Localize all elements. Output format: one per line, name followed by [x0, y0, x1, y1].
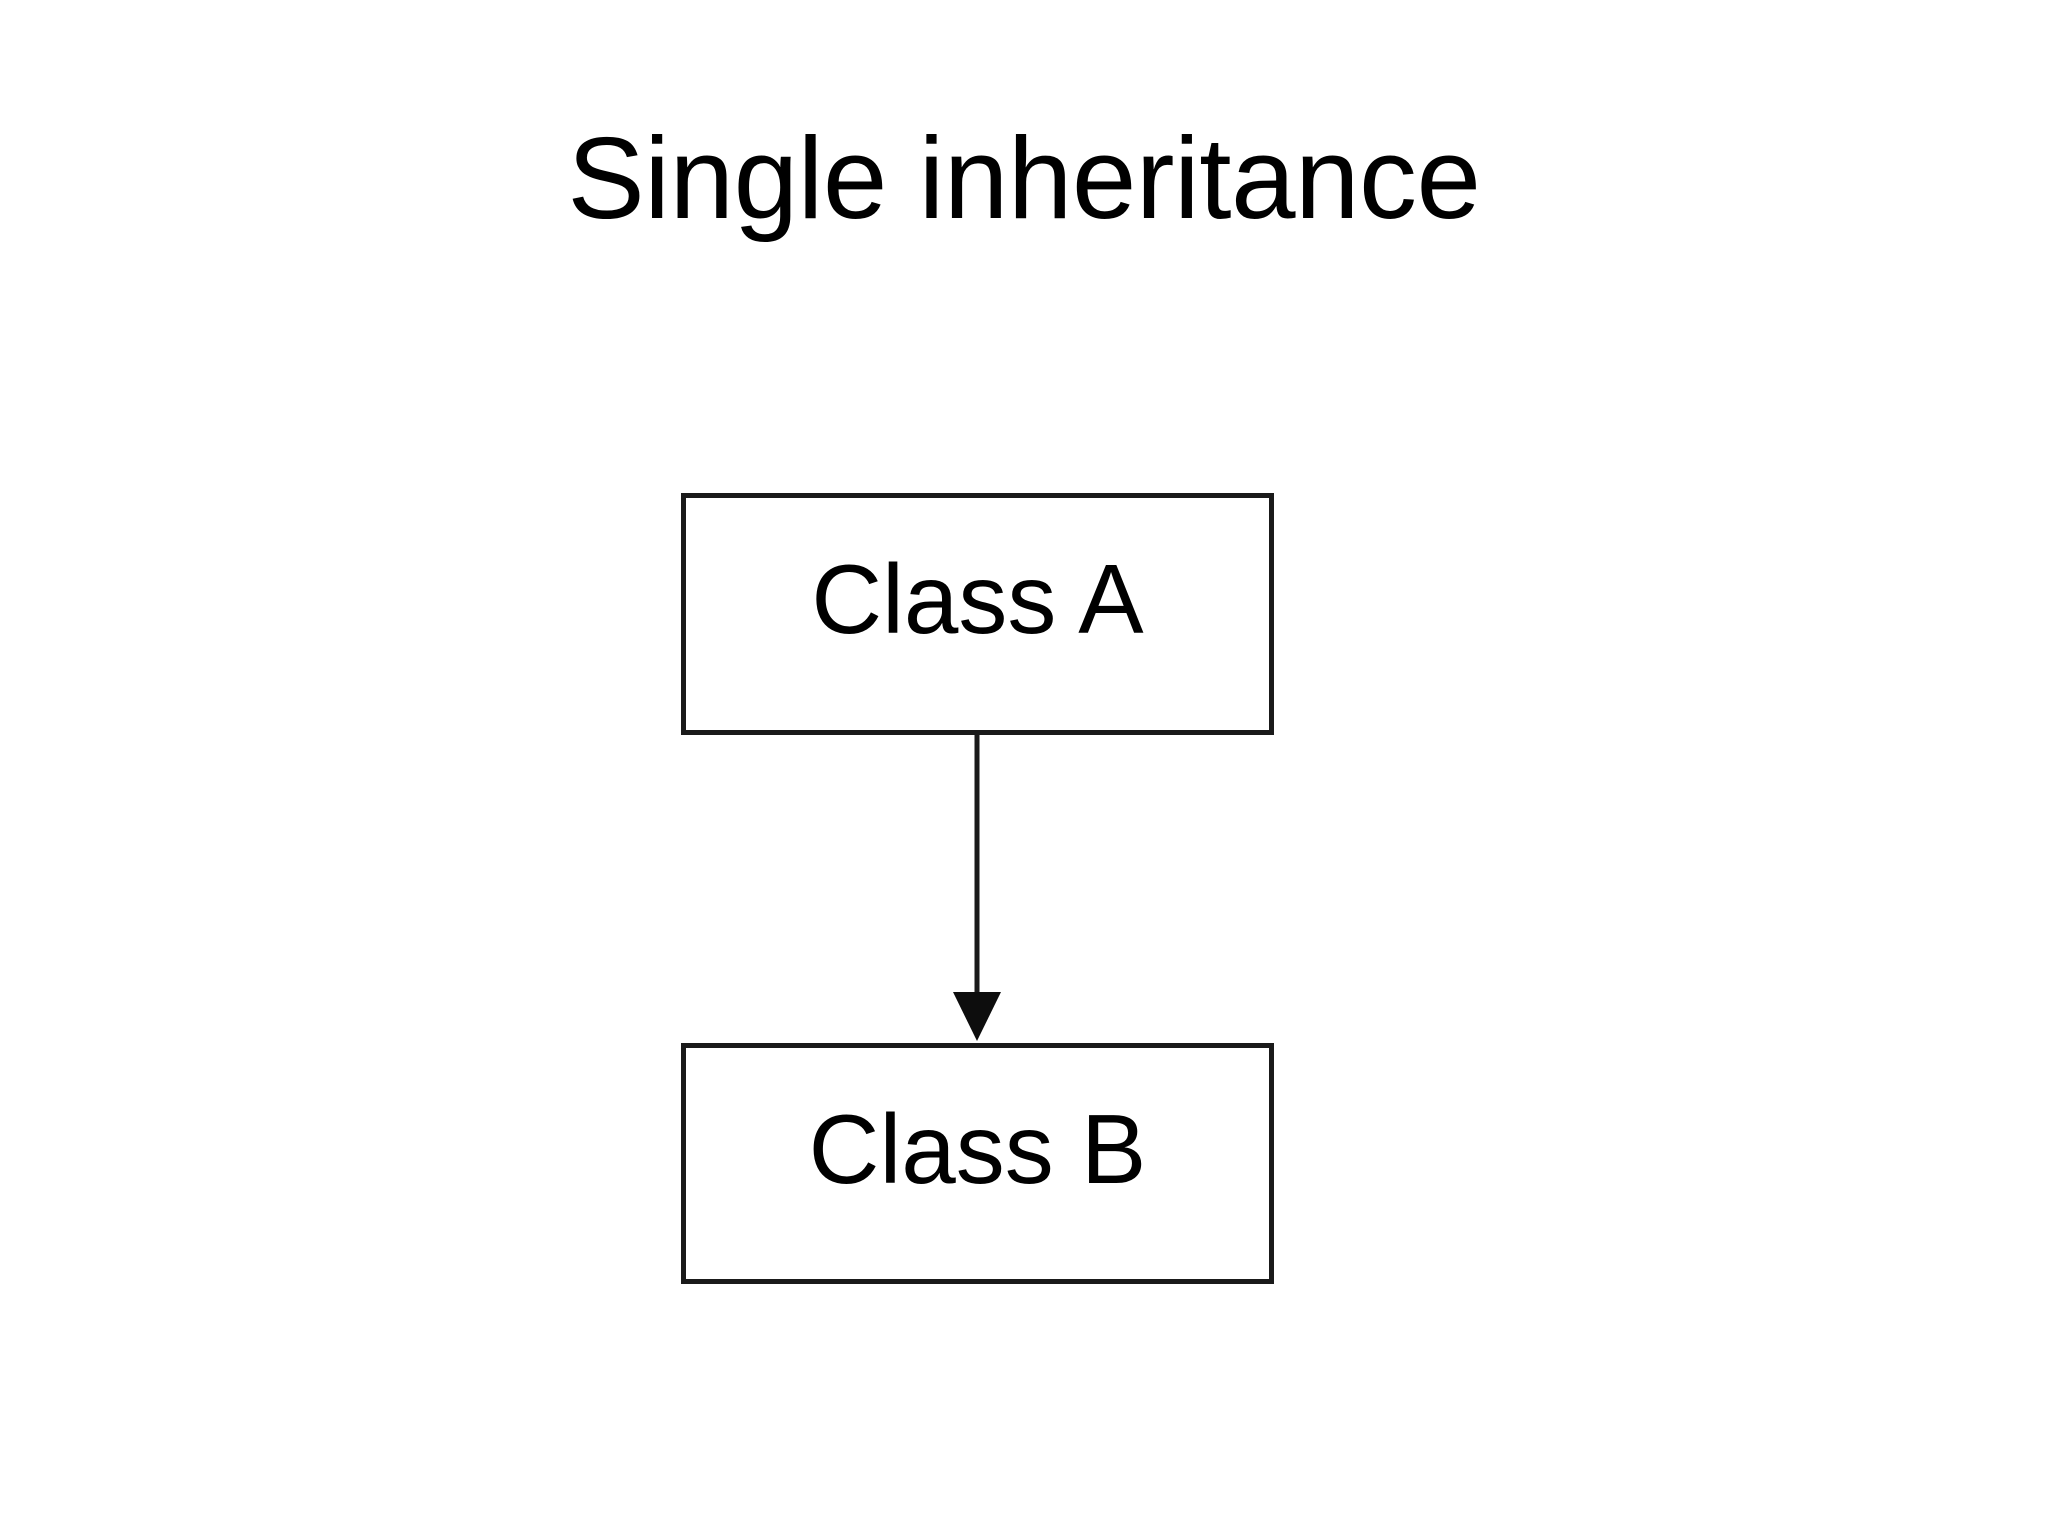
class-node-label: Class B: [808, 1094, 1147, 1204]
class-node-class-b[interactable]: Class B: [681, 1043, 1274, 1284]
arrowhead-icon: [953, 992, 1001, 1041]
class-node-label: Class A: [811, 544, 1144, 654]
class-node-class-a[interactable]: Class A: [681, 493, 1274, 735]
page-title: Single inheritance: [567, 113, 1481, 243]
